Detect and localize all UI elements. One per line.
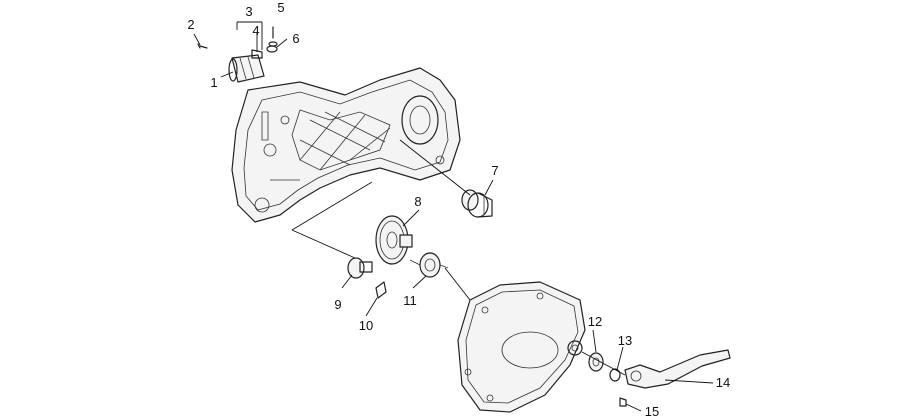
callout-7: 7 xyxy=(491,163,499,178)
callout-3: 3 xyxy=(245,4,253,19)
callout-15: 15 xyxy=(644,404,660,419)
callout-12: 12 xyxy=(587,314,603,329)
callout-leaders xyxy=(193,21,714,412)
clip-10 xyxy=(375,281,387,299)
callout-10: 10 xyxy=(358,318,374,333)
callout-9: 9 xyxy=(334,297,342,312)
callout-6: 6 xyxy=(292,31,300,46)
callout-11: 11 xyxy=(403,293,417,308)
callout-1: 1 xyxy=(210,75,218,90)
callout-5: 5 xyxy=(277,0,285,15)
callout-4: 4 xyxy=(252,23,260,38)
callout-14: 14 xyxy=(715,375,731,390)
kick-start-lever-14 xyxy=(624,349,731,389)
spring-11 xyxy=(409,252,449,278)
small-fasteners xyxy=(197,26,278,59)
starter-gear-7 xyxy=(461,189,493,218)
callout-8: 8 xyxy=(414,194,422,209)
circlip-13 xyxy=(609,368,621,382)
spindle-9 xyxy=(347,257,373,279)
starter-motor xyxy=(228,54,265,83)
callout-13: 13 xyxy=(617,333,633,348)
assembly-lines xyxy=(291,139,626,376)
callout-2: 2 xyxy=(187,17,195,32)
kick-start-sprocket-8 xyxy=(375,215,413,265)
transmission-cover xyxy=(457,281,586,413)
bolt-15 xyxy=(619,397,627,407)
crankcase xyxy=(231,67,461,223)
